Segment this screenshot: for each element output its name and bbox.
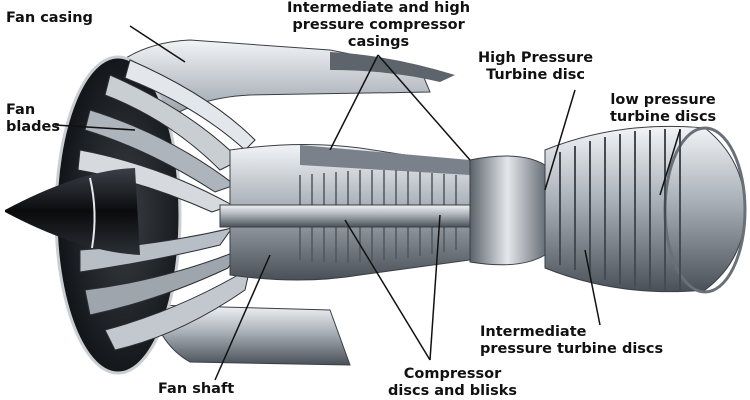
label-fan-shaft: Fan shaft — [158, 381, 235, 397]
label-ip-turbine-discs: Intermediate pressure turbine discs — [480, 324, 664, 357]
label-fan-blades: Fan blades — [6, 102, 60, 135]
combustor-casing — [469, 155, 546, 266]
label-hp-turbine-disc: High Pressure Turbine disc — [478, 50, 594, 83]
label-fan-casing: Fan casing — [6, 10, 93, 26]
label-lp-turbine-discs: low pressure turbine discs — [610, 92, 717, 125]
turbine-section — [544, 125, 747, 294]
turbine-discs — [559, 129, 681, 292]
fan-blades-shape — [77, 59, 256, 351]
nose-spinner — [5, 168, 140, 255]
label-ip-hp-compressor-casings: Intermediate and high pressure compresso… — [287, 0, 471, 50]
leader-lines — [54, 25, 681, 381]
label-compressor-discs-blisks: Compressor discs and blisks — [388, 366, 518, 399]
